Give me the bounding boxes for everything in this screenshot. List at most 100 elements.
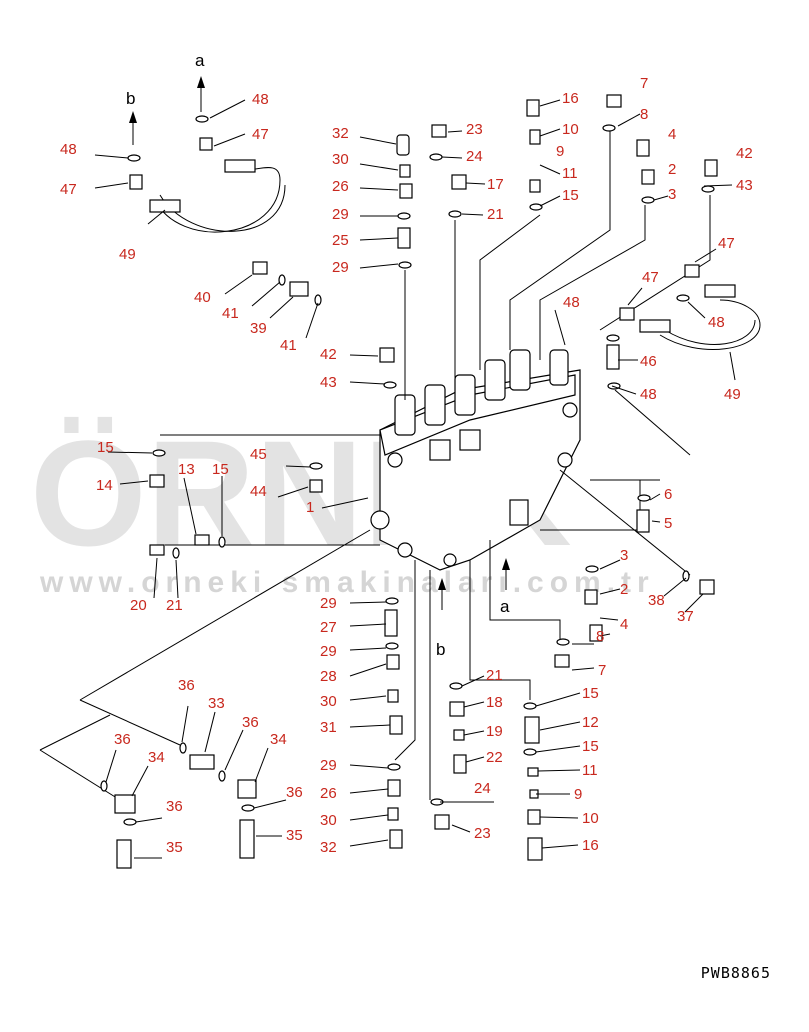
callout-8: 8	[640, 106, 648, 123]
arrow-letter-a-top: a	[195, 51, 205, 70]
callout-leaders	[94, 99, 736, 859]
callout-48: 48	[60, 141, 77, 158]
callout-1: 1	[306, 499, 314, 516]
callout-29: 29	[320, 643, 337, 660]
callout-24: 24	[474, 780, 491, 797]
callout-48: 48	[563, 294, 580, 311]
callout-2: 2	[668, 161, 676, 178]
callout-15: 15	[582, 685, 599, 702]
arrow-letter-b-bottom: b	[436, 640, 445, 659]
callout-16: 16	[562, 90, 579, 107]
callout-47: 47	[718, 235, 735, 252]
callout-17: 17	[487, 176, 504, 193]
callout-47: 47	[60, 181, 77, 198]
callout-5: 5	[664, 515, 672, 532]
callout-48: 48	[640, 386, 657, 403]
callout-4: 4	[620, 616, 628, 633]
callout-25: 25	[332, 232, 349, 249]
callout-46: 46	[640, 353, 657, 370]
direction-arrows: a b a b	[126, 51, 510, 659]
arrow-letter-a-bottom: a	[500, 597, 510, 616]
callout-24: 24	[466, 148, 483, 165]
callout-36: 36	[178, 677, 195, 694]
callout-36: 36	[114, 731, 131, 748]
callout-10: 10	[582, 810, 599, 827]
callout-23: 23	[474, 825, 491, 842]
callout-22: 22	[486, 749, 503, 766]
callout-30: 30	[320, 812, 337, 829]
control-valve-body	[370, 349, 581, 571]
callout-15: 15	[212, 461, 229, 478]
callout-4: 4	[668, 126, 676, 143]
callout-37: 37	[677, 608, 694, 625]
callout-9: 9	[556, 143, 564, 160]
callout-13: 13	[178, 461, 195, 478]
callout-29: 29	[320, 595, 337, 612]
callout-8: 8	[596, 628, 604, 645]
callout-10: 10	[562, 121, 579, 138]
fittings	[114, 94, 736, 869]
callout-numbers: 48 47 49 48 47 32 30 26 29 25 29 23 24 1…	[60, 75, 753, 856]
drawing-code: PWB8865	[700, 964, 771, 982]
callout-7: 7	[640, 75, 648, 92]
callout-28: 28	[320, 668, 337, 685]
callout-30: 30	[320, 693, 337, 710]
callout-36: 36	[286, 784, 303, 801]
callout-40: 40	[194, 289, 211, 306]
callout-12: 12	[582, 714, 599, 731]
callout-41: 41	[280, 337, 297, 354]
callout-49: 49	[119, 246, 136, 263]
callout-39: 39	[250, 320, 267, 337]
callout-48: 48	[252, 91, 269, 108]
callout-32: 32	[332, 125, 349, 142]
callout-38: 38	[648, 592, 665, 609]
callout-21: 21	[487, 206, 504, 223]
callout-35: 35	[286, 827, 303, 844]
callout-48: 48	[708, 314, 725, 331]
callout-14: 14	[96, 477, 113, 494]
callout-43: 43	[320, 374, 337, 391]
callout-43: 43	[736, 177, 753, 194]
callout-15: 15	[582, 738, 599, 755]
callout-21: 21	[486, 667, 503, 684]
callout-6: 6	[664, 486, 672, 503]
callout-20: 20	[130, 597, 147, 614]
callout-36: 36	[242, 714, 259, 731]
callout-47: 47	[252, 126, 269, 143]
callout-29: 29	[332, 206, 349, 223]
callout-33: 33	[208, 695, 225, 712]
o-rings	[100, 115, 715, 826]
callout-2: 2	[620, 581, 628, 598]
callout-31: 31	[320, 719, 337, 736]
callout-23: 23	[466, 121, 483, 138]
callout-26: 26	[332, 178, 349, 195]
callout-36: 36	[166, 798, 183, 815]
callout-19: 19	[486, 723, 503, 740]
callout-32: 32	[320, 839, 337, 856]
callout-27: 27	[320, 619, 337, 636]
callout-16: 16	[582, 837, 599, 854]
callout-29: 29	[320, 757, 337, 774]
callout-47: 47	[642, 269, 659, 286]
callout-15: 15	[562, 187, 579, 204]
callout-49: 49	[724, 386, 741, 403]
callout-45: 45	[250, 446, 267, 463]
callout-7: 7	[598, 662, 606, 679]
callout-42: 42	[736, 145, 753, 162]
callout-21: 21	[166, 597, 183, 614]
callout-11: 11	[562, 165, 578, 182]
callout-44: 44	[250, 483, 267, 500]
callout-35: 35	[166, 839, 183, 856]
callout-26: 26	[320, 785, 337, 802]
callout-34: 34	[148, 749, 165, 766]
callout-3: 3	[668, 186, 676, 203]
callout-9: 9	[574, 786, 582, 803]
callout-3: 3	[620, 547, 628, 564]
callout-30: 30	[332, 151, 349, 168]
callout-15: 15	[97, 439, 114, 456]
callout-18: 18	[486, 694, 503, 711]
callout-42: 42	[320, 346, 337, 363]
arrow-letter-b-top: b	[126, 89, 135, 108]
callout-34: 34	[270, 731, 287, 748]
